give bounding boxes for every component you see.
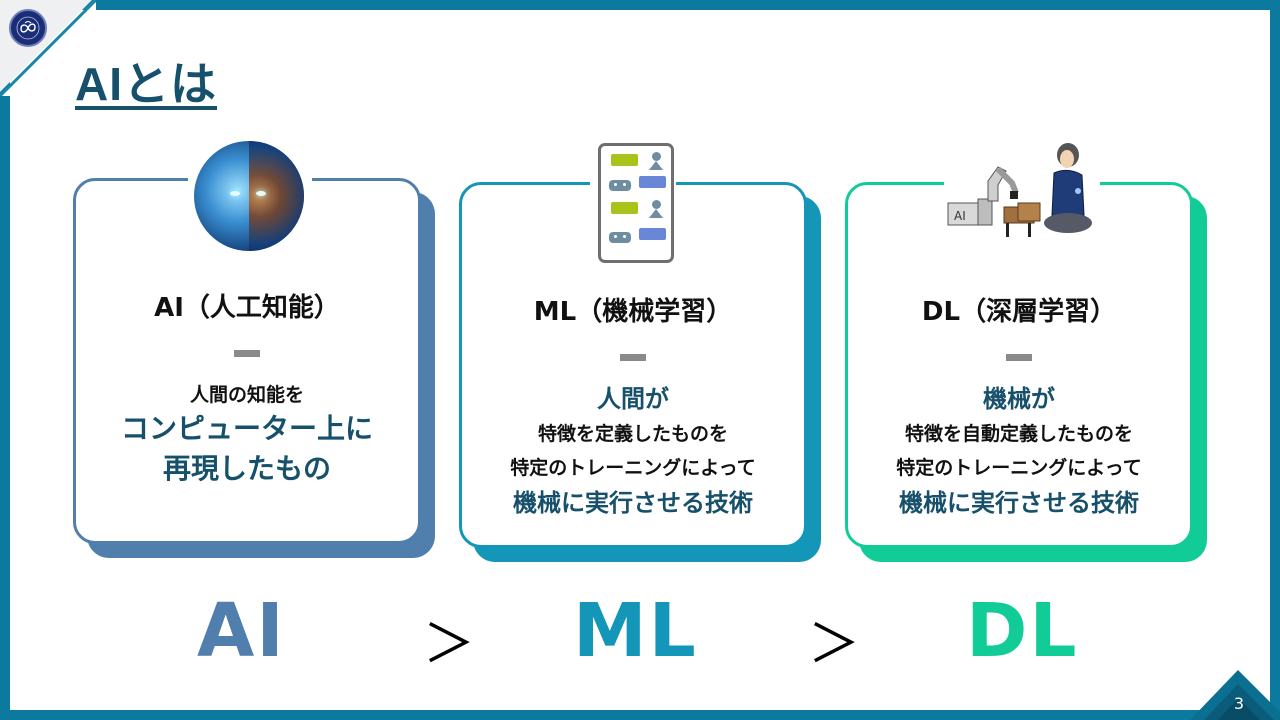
person-icon	[649, 200, 663, 218]
card-panel: AI（人工知能） 人間の知能を コンピューター上に 再現したもの	[73, 141, 421, 544]
frame-left-border	[0, 0, 10, 720]
frame-right-border	[1270, 0, 1280, 720]
card-description: 人間が 特徴を定義したものを 特定のトレーニングによって 機械に実行させる技術	[462, 381, 804, 521]
greater-than-symbol: ＞	[423, 615, 476, 675]
chat-bubble-bot	[639, 228, 666, 240]
hierarchy-dl: DL	[966, 588, 1079, 674]
card-description: 機械が 特徴を自動定義したものを 特定のトレーニングによって 機械に実行させる技…	[848, 381, 1190, 521]
robot-arm-shogi-icon: AI	[947, 143, 1092, 237]
ai-box-label: AI	[954, 209, 966, 223]
page-number: 3	[1233, 694, 1244, 713]
desc-line: 特定のトレーニングによって	[896, 457, 1142, 479]
desc-line: 再現したもの	[162, 452, 331, 485]
desc-line: 人間の知能を	[189, 384, 304, 406]
card-description: 人間の知能を コンピューター上に 再現したもの	[76, 381, 418, 489]
page-title: AIとは	[75, 58, 217, 110]
card-panel: AI DL（深層学習） 機械が 特徴を自動定義したものを 特定のトレーニングによ…	[845, 143, 1193, 548]
university-seal-icon	[9, 9, 47, 47]
desc-line: 機械に実行させる技術	[899, 489, 1139, 517]
desc-line: 特徴を自動定義したものを	[904, 423, 1133, 445]
desc-line: 特定のトレーニングによって	[510, 457, 756, 479]
person-icon	[649, 152, 663, 170]
desc-line: 特徴を定義したものを	[537, 423, 728, 445]
hierarchy-ai: AI	[197, 588, 286, 674]
card-dl: AI DL（深層学習） 機械が 特徴を自動定義したものを 特定のトレーニングによ…	[845, 143, 1207, 562]
desc-line: 人間が	[597, 385, 669, 413]
card-title: DL（深層学習）	[921, 297, 1117, 327]
chat-bubble-user	[611, 202, 638, 214]
card-panel: ML（機械学習） 人間が 特徴を定義したものを 特定のトレーニングによって 機械…	[459, 143, 807, 548]
card-ai: AI（人工知能） 人間の知能を コンピューター上に 再現したもの	[73, 141, 435, 558]
eye-left	[230, 191, 240, 196]
dash-divider	[620, 354, 646, 361]
frame-bottom-border	[0, 710, 1280, 720]
chat-bubble-user	[611, 154, 638, 166]
chat-bubble-bot	[639, 176, 666, 188]
eye-right	[256, 191, 266, 196]
hierarchy-ml: ML	[573, 588, 698, 674]
ai-face-icon	[194, 141, 304, 251]
greater-than-symbol: ＞	[808, 615, 861, 675]
desc-line: コンピューター上に	[120, 412, 373, 445]
card-ml: ML（機械学習） 人間が 特徴を定義したものを 特定のトレーニングによって 機械…	[459, 143, 821, 562]
card-title: ML（機械学習）	[533, 297, 733, 327]
card-title: AI（人工知能）	[154, 293, 340, 323]
desc-line: 機械が	[983, 385, 1055, 413]
frame-top-border	[0, 0, 1280, 10]
circuit-half	[249, 141, 304, 251]
dash-divider	[234, 350, 260, 357]
page-number-badge	[1190, 670, 1280, 720]
chat-phone-icon	[598, 143, 674, 263]
robot-icon	[609, 232, 631, 243]
robot-icon	[609, 180, 631, 191]
desc-line: 機械に実行させる技術	[513, 489, 753, 517]
dash-divider	[1006, 354, 1032, 361]
